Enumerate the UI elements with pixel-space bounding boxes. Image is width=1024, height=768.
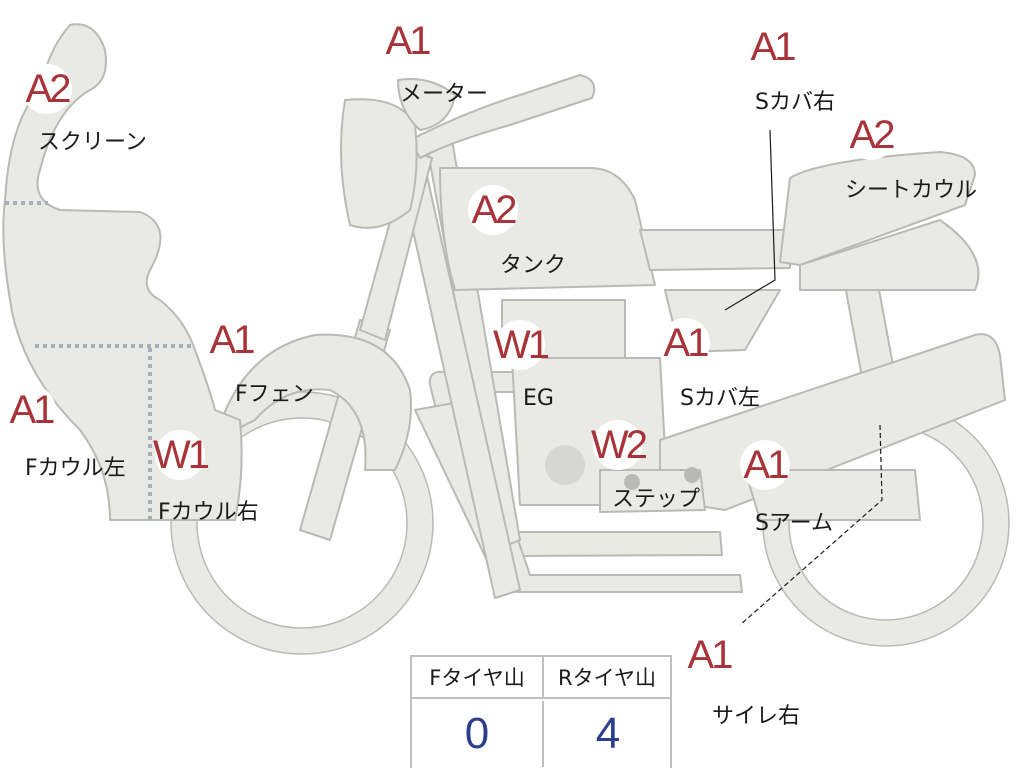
grade-marker-rside-cover: A1 (747, 22, 797, 72)
rear-tire-tread-header: Rタイヤ山 (542, 657, 670, 699)
grade-marker-seat-cowl: A2 (846, 110, 896, 160)
part-label-f-cowl-left: Fカウル左 (25, 456, 126, 481)
grade-marker-f-cowl-right: W1 (153, 430, 210, 480)
front-fender (214, 333, 412, 471)
part-label-lside-cover: Sカバ左 (680, 386, 760, 411)
grade-marker-swing-arm: A1 (740, 440, 790, 490)
grade-marker-meter: A1 (382, 16, 432, 66)
part-label-tank: タンク (500, 253, 567, 278)
part-label-meter: メーター (400, 82, 489, 107)
front-cowl (2, 23, 243, 521)
part-label-f-fender: Fフェン (235, 382, 314, 407)
rear-tire-tread-value: 4 (542, 701, 672, 767)
seat-cowl (779, 151, 976, 266)
part-label-rside-cover: Sカバ右 (755, 90, 835, 115)
grade-marker-lside-cover: A1 (660, 318, 710, 368)
grade-marker-muffler-right: A1 (684, 630, 734, 680)
grade-marker-step: W2 (591, 420, 648, 470)
meter (397, 78, 456, 131)
grade-marker-f-cowl-left: A1 (6, 385, 56, 435)
handlebar (409, 74, 596, 159)
front-tire-tread-value: 0 (464, 709, 490, 758)
part-label-swing-arm: Sアーム (755, 511, 833, 536)
grade-marker-f-fender: A1 (206, 315, 256, 365)
grade-marker-tank: A2 (468, 185, 518, 235)
part-label-f-cowl-right: Fカウル右 (158, 500, 259, 525)
tire-tread-table: Fタイヤ山 Rタイヤ山 0 4 (410, 655, 672, 768)
part-label-step: ステップ (612, 487, 701, 512)
front-wheel (171, 392, 433, 654)
front-tire-tread-header: Fタイヤ山 (412, 657, 542, 699)
part-label-seat-cowl: シートカウル (845, 178, 978, 203)
grade-marker-engine: W1 (493, 320, 550, 370)
part-label-screen: スクリーン (38, 130, 147, 155)
headlight (340, 98, 418, 229)
part-label-muffler-right: サイレ右 (712, 704, 801, 729)
part-label-engine: EG (523, 386, 554, 411)
grade-marker-screen: A2 (22, 64, 72, 114)
